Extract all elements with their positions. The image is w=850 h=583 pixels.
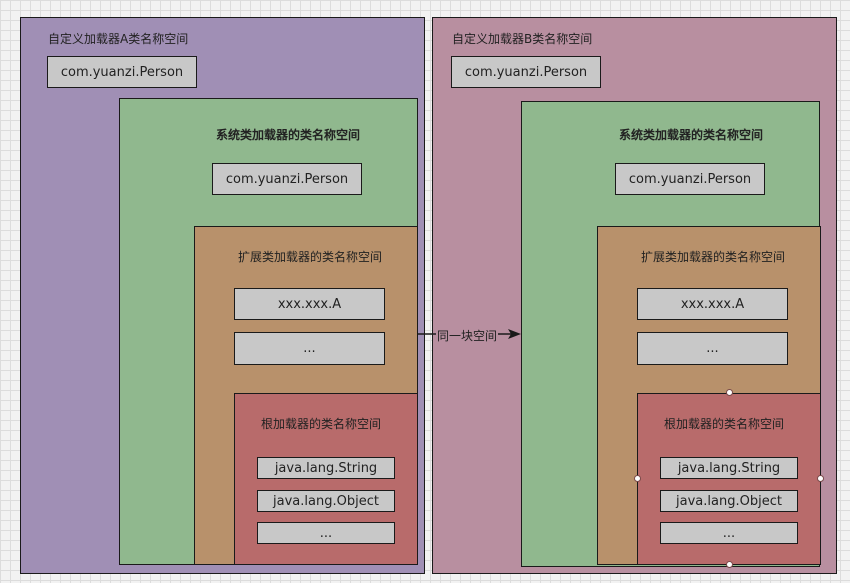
root-item-b-3: ... [660, 522, 798, 544]
extension-item-b-1: xxx.xxx.A [637, 288, 788, 320]
selection-handle-top[interactable] [726, 389, 733, 396]
root-item-b-2: java.lang.Object [660, 490, 798, 512]
extension-loader-title-a: 扩展类加载器的类名称空间 [238, 250, 383, 264]
arrow-head-icon [508, 329, 521, 339]
root-loader-title-a: 根加载器的类名称空间 [261, 417, 382, 431]
selection-handle-bottom[interactable] [726, 561, 733, 568]
system-loader-class-item-b: com.yuanzi.Person [615, 163, 765, 195]
extension-item-b-2: ... [637, 332, 788, 365]
system-loader-title-a: 系统类加载器的类名称空间 [216, 128, 361, 142]
custom-loader-b-title: 自定义加载器B类名称空间 [452, 32, 593, 46]
extension-item-a-1: xxx.xxx.A [234, 288, 385, 320]
custom-loader-b-class-item: com.yuanzi.Person [451, 56, 601, 88]
custom-loader-a-title: 自定义加载器A类名称空间 [48, 32, 189, 46]
selection-handle-left[interactable] [634, 475, 641, 482]
connector-label: 同一块空间 [436, 327, 499, 344]
root-loader-title-b: 根加载器的类名称空间 [664, 417, 785, 431]
system-loader-class-item-a: com.yuanzi.Person [212, 163, 362, 195]
system-loader-title-b: 系统类加载器的类名称空间 [619, 128, 764, 142]
extension-item-a-2: ... [234, 332, 385, 365]
selection-handle-right[interactable] [817, 475, 824, 482]
root-item-a-3: ... [257, 522, 395, 544]
root-item-b-1: java.lang.String [660, 457, 798, 479]
root-item-a-2: java.lang.Object [257, 490, 395, 512]
extension-loader-title-b: 扩展类加载器的类名称空间 [641, 250, 786, 264]
root-item-a-1: java.lang.String [257, 457, 395, 479]
custom-loader-a-class-item: com.yuanzi.Person [47, 56, 197, 88]
